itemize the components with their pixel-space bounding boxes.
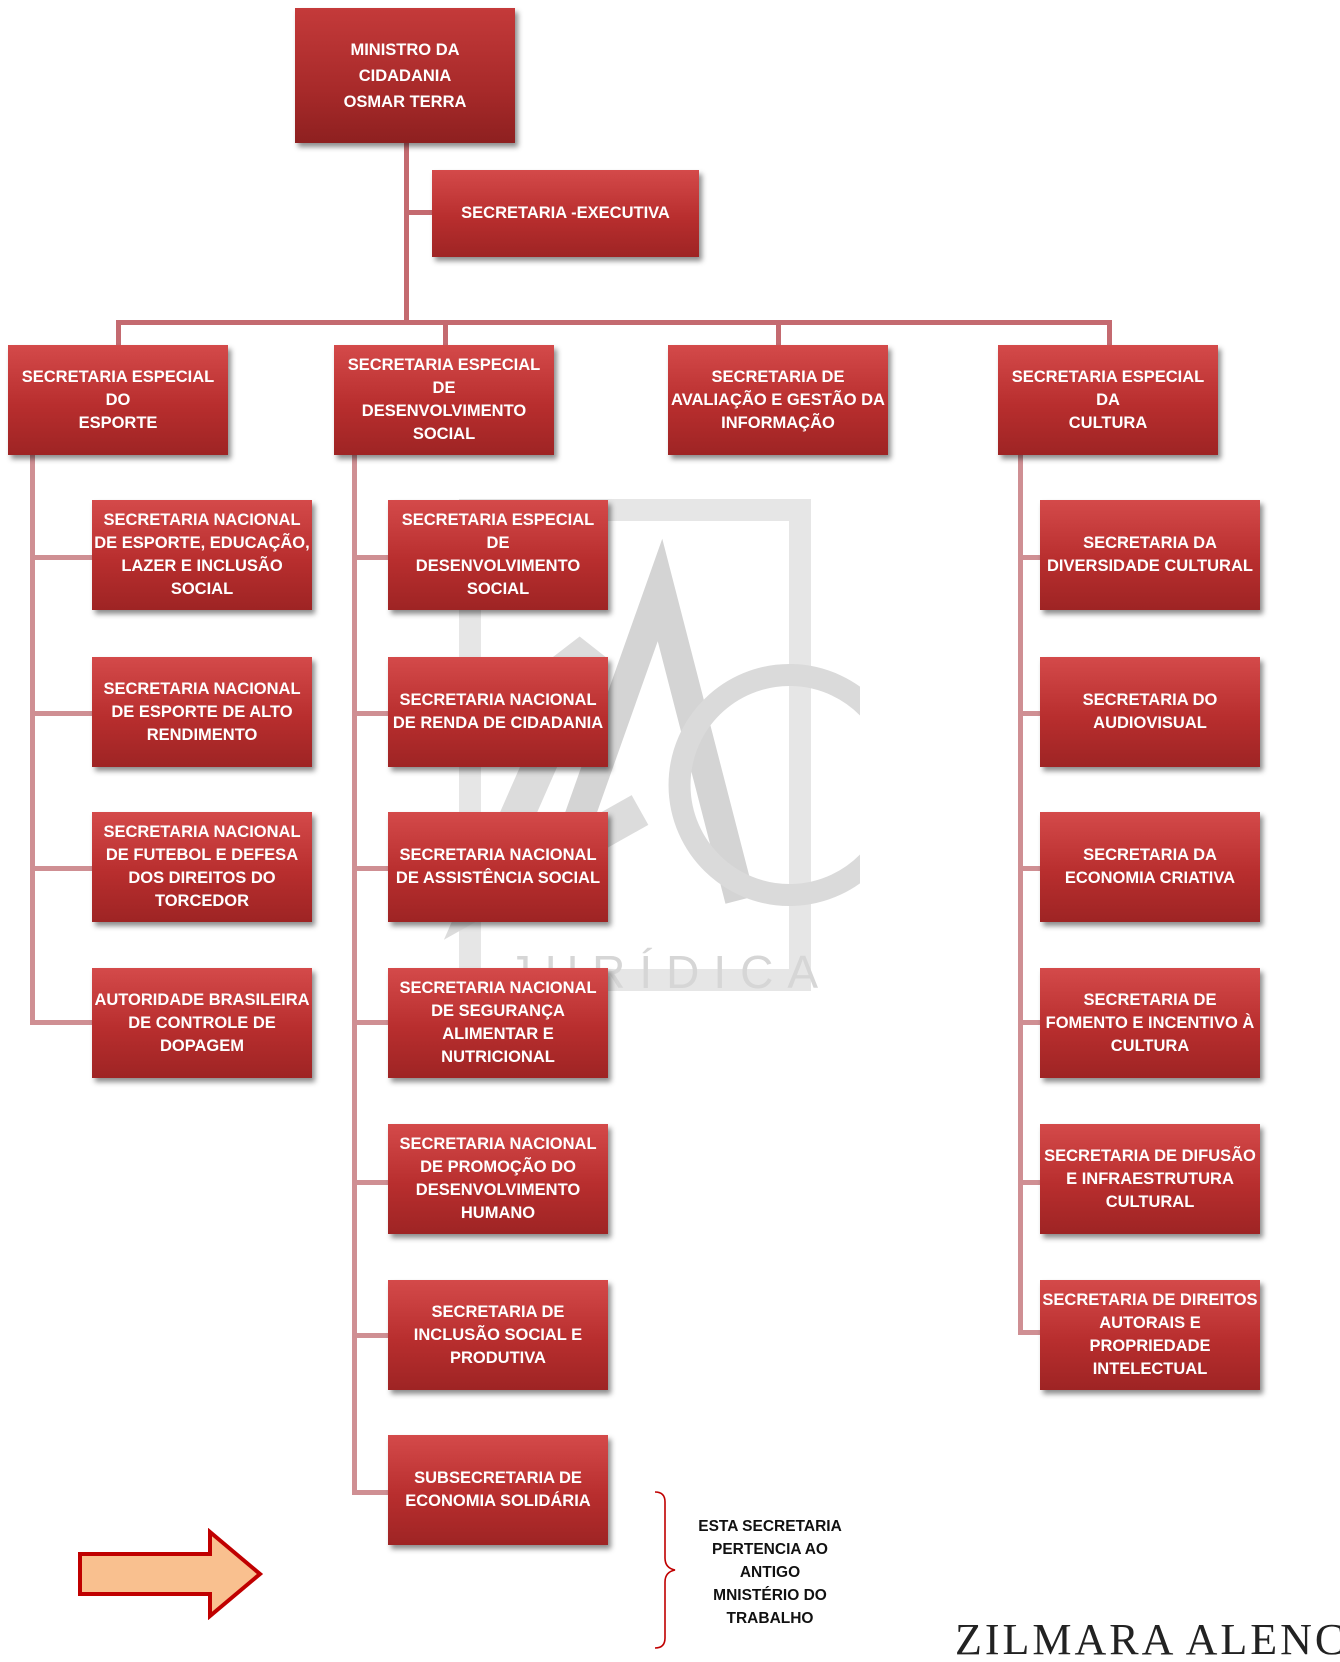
connector-drop-4	[1107, 320, 1112, 347]
connector-cultura-branch-1	[1018, 555, 1040, 560]
right-arrow-icon	[78, 1528, 264, 1620]
connector-drop-1	[116, 320, 121, 347]
cultura-child-4: SECRETARIA DE FOMENTO E INCENTIVO À CULT…	[1040, 968, 1260, 1078]
connector-social-branch-5	[352, 1180, 388, 1185]
social-child-7: SUBSECRETARIA DE ECONOMIA SOLIDÁRIA	[388, 1435, 608, 1545]
social-child-2: SECRETARIA NACIONAL DE RENDA DE CIDADANI…	[388, 657, 608, 767]
note-text: ESTA SECRETARIA PERTENCIA AO ANTIGO MNIS…	[698, 1518, 842, 1627]
footer-brand: ZILMARA ALENCAR	[955, 1618, 1340, 1662]
social-child-3: SECRETARIA NACIONAL DE ASSISTÊNCIA SOCIA…	[388, 812, 608, 922]
connector-esporte-branch-4	[30, 1020, 92, 1025]
special-secretariat-esporte: SECRETARIA ESPECIAL DO ESPORTE	[8, 345, 228, 455]
connector-cultura-branch-3	[1018, 866, 1040, 871]
cultura-child-6: SECRETARIA DE DIREITOS AUTORAIS E PROPRI…	[1040, 1280, 1260, 1390]
connector-social-branch-3	[352, 866, 388, 871]
connector-cultura-branch-5	[1018, 1180, 1040, 1185]
connector-cultura-branch-2	[1018, 711, 1040, 716]
minister-box: MINISTRO DA CIDADANIA OSMAR TERRA	[295, 8, 515, 143]
social-child-4: SECRETARIA NACIONAL DE SEGURANÇA ALIMENT…	[388, 968, 608, 1078]
connector-cultura-spine	[1018, 455, 1023, 1335]
connector-drop-2	[443, 320, 448, 347]
connector-social-branch-1	[352, 555, 388, 560]
special-secretariat-desenvolvimento-social: SECRETARIA ESPECIAL DE DESENVOLVIMENTO S…	[334, 345, 554, 455]
connector-social-branch-7	[352, 1490, 388, 1495]
cultura-child-3: SECRETARIA DA ECONOMIA CRIATIVA	[1040, 812, 1260, 922]
connector-social-spine	[352, 455, 357, 1495]
connector-cultura-branch-6	[1018, 1330, 1040, 1335]
connector-social-branch-4	[352, 1020, 388, 1025]
connector-esporte-branch-1	[30, 555, 92, 560]
esporte-child-4: AUTORIDADE BRASILEIRA DE CONTROLE DE DOP…	[92, 968, 312, 1078]
connector-esporte-spine	[30, 455, 35, 1024]
curly-brace-icon	[655, 1491, 676, 1649]
cultura-child-5: SECRETARIA DE DIFUSÃO E INFRAESTRUTURA C…	[1040, 1124, 1260, 1234]
connector-executive	[404, 210, 433, 215]
special-secretariat-cultura: SECRETARIA ESPECIAL DA CULTURA	[998, 345, 1218, 455]
connector-horizontal-bus	[116, 320, 1112, 325]
social-child-5: SECRETARIA NACIONAL DE PROMOÇÃO DO DESEN…	[388, 1124, 608, 1234]
connector-social-branch-2	[352, 711, 388, 716]
social-child-1: SECRETARIA ESPECIAL DE DESENVOLVIMENTO S…	[388, 500, 608, 610]
secretariat-avaliacao-gestao-informacao: SECRETARIA DE AVALIAÇÃO E GESTÃO DA INFO…	[668, 345, 888, 455]
esporte-child-3: SECRETARIA NACIONAL DE FUTEBOL E DEFESA …	[92, 812, 312, 922]
connector-social-branch-6	[352, 1333, 388, 1338]
esporte-child-2: SECRETARIA NACIONAL DE ESPORTE DE ALTO R…	[92, 657, 312, 767]
connector-cultura-branch-4	[1018, 1020, 1040, 1025]
executive-secretariat-box: SECRETARIA -EXECUTIVA	[432, 170, 699, 257]
cultura-child-2: SECRETARIA DO AUDIOVISUAL	[1040, 657, 1260, 767]
connector-drop-3	[776, 320, 781, 347]
connector-esporte-branch-2	[30, 711, 92, 716]
esporte-child-1: SECRETARIA NACIONAL DE ESPORTE, EDUCAÇÃO…	[92, 500, 312, 610]
social-child-6: SECRETARIA DE INCLUSÃO SOCIAL E PRODUTIV…	[388, 1280, 608, 1390]
connector-esporte-branch-3	[30, 866, 92, 871]
cultura-child-1: SECRETARIA DA DIVERSIDADE CULTURAL	[1040, 500, 1260, 610]
connector-minister-down	[404, 143, 409, 324]
